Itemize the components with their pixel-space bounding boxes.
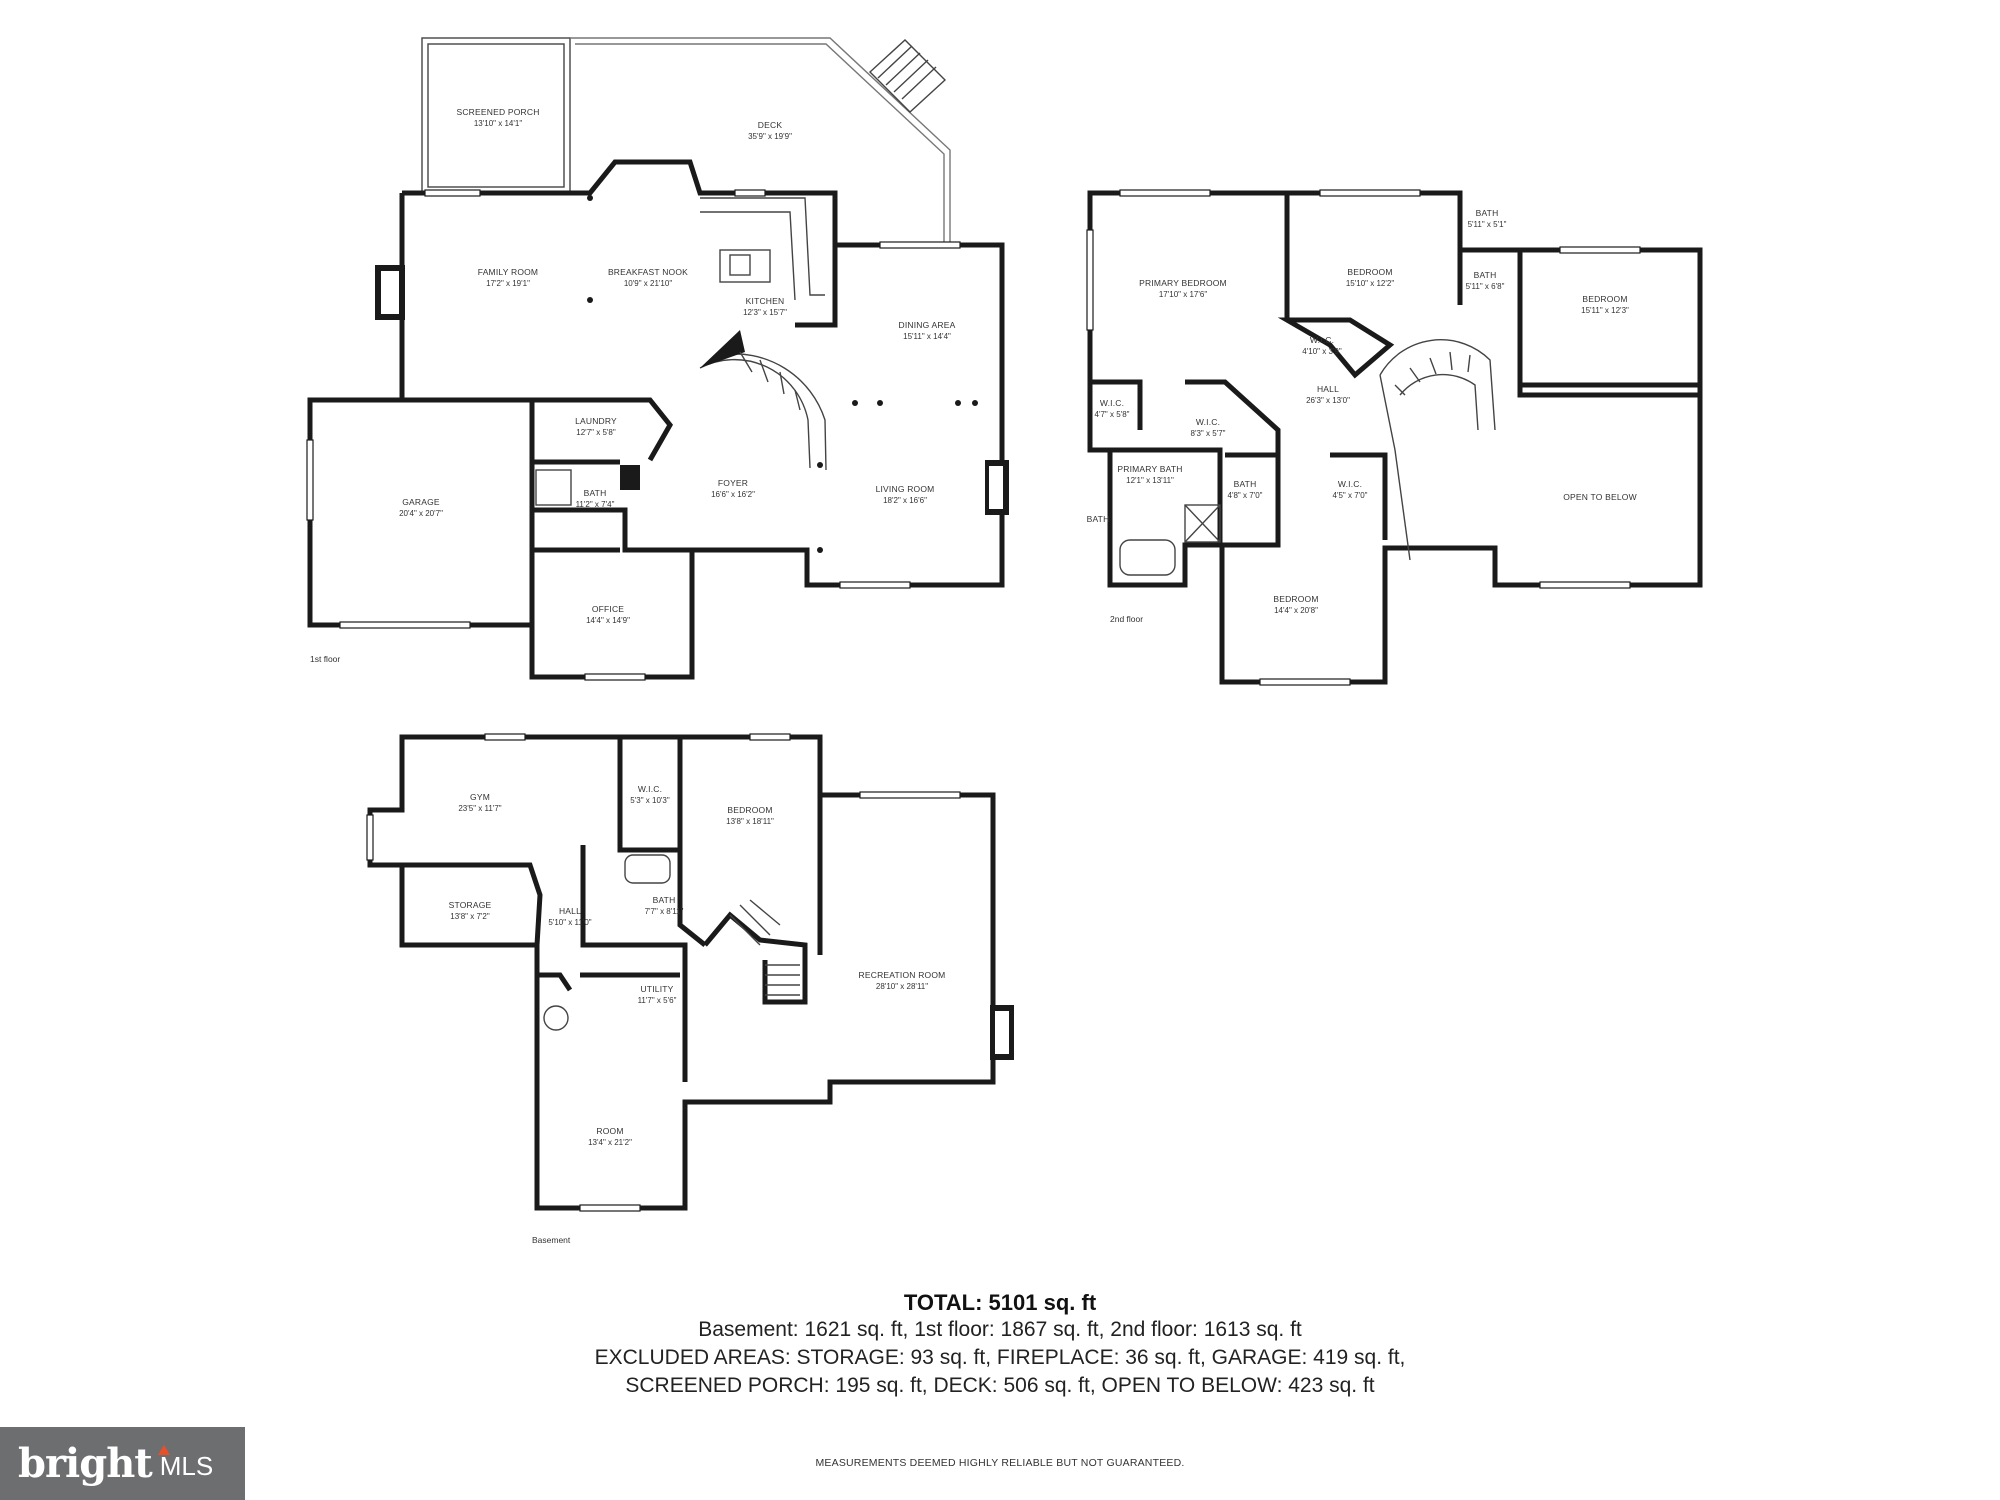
room-dim: 14'4" x 20'8"	[1274, 606, 1318, 615]
floor-areas: Basement: 1621 sq. ft, 1st floor: 1867 s…	[698, 1318, 1302, 1341]
room-name: UTILITY	[640, 984, 673, 994]
measurement-disclaimer: MEASUREMENTS DEEMED HIGHLY RELIABLE BUT …	[815, 1457, 1185, 1469]
room-dim: 11'2" x 7'4"	[576, 500, 615, 509]
room-name: BEDROOM	[727, 805, 772, 815]
room-name: OPEN TO BELOW	[1563, 492, 1637, 502]
room-dim: 23'5" x 11'7"	[458, 804, 501, 813]
room-dim: 5'3" x 10'3"	[630, 796, 670, 805]
room-name: DINING AREA	[899, 320, 956, 330]
room-dim: 28'10" x 28'11"	[876, 982, 928, 991]
second-floor-stairs	[1379, 339, 1496, 561]
room-dim: 14'4" x 14'9"	[586, 616, 630, 625]
room-dim: 18'2" x 16'6"	[883, 496, 927, 505]
floor-label: Basement	[532, 1235, 571, 1245]
room-dim: 13'4" x 21'2"	[588, 1138, 632, 1147]
second-floor-labels: PRIMARY BEDROOM 17'10" x 17'6" BEDROOM 1…	[1087, 208, 1637, 624]
room-dim: 13'10" x 14'1"	[474, 119, 522, 128]
room-name: LAUNDRY	[575, 416, 617, 426]
room-dim: 13'8" x 18'11"	[726, 817, 774, 826]
room-name: GYM	[470, 792, 490, 802]
room-name: BATH	[584, 488, 607, 498]
room-name: W.I.C.	[638, 784, 662, 794]
first-floor-stairs	[699, 330, 827, 471]
first-floor-labels: SCREENED PORCH 13'10" x 14'1" DECK 35'9"…	[310, 107, 956, 664]
room-dim: 35'9" x 19'9"	[748, 132, 792, 141]
room-name: HALL	[559, 906, 581, 916]
basement-plan	[366, 733, 1014, 1212]
room-name: PRIMARY BEDROOM	[1139, 278, 1227, 288]
basement-labels: GYM 23'5" x 11'7" W.I.C. 5'3" x 10'3" BE…	[449, 784, 946, 1245]
room-dim: 12'7" x 5'8"	[576, 428, 616, 437]
room-dim: 4'8" x 7'0"	[1228, 491, 1263, 500]
room-dim: 17'10" x 17'6"	[1159, 290, 1207, 299]
room-name: FOYER	[718, 478, 748, 488]
room-name: BEDROOM	[1582, 294, 1627, 304]
room-dim: 7'7" x 8'11"	[645, 907, 684, 916]
room-name: DECK	[758, 120, 783, 130]
room-name: BATH	[1474, 270, 1497, 280]
brand-suffix: MLS	[159, 1451, 214, 1481]
room-name: W.I.C.	[1338, 479, 1362, 489]
room-name: BATH	[1476, 208, 1499, 218]
basement-stairs	[729, 899, 800, 996]
excluded-areas-continued: SCREENED PORCH: 195 sq. ft, DECK: 506 sq…	[625, 1374, 1375, 1397]
room-dim: 17'2" x 19'1"	[486, 279, 530, 288]
room-dim: 5'11" x 6'8"	[1466, 282, 1505, 291]
room-name: HALL	[1317, 384, 1339, 394]
room-dim: 5'10" x 11'0"	[548, 918, 591, 927]
brand-accent-icon	[158, 1445, 170, 1455]
room-dim: 10'9" x 21'10"	[624, 279, 672, 288]
room-dim: 15'11" x 14'4"	[903, 332, 951, 341]
room-name: STORAGE	[449, 900, 492, 910]
room-name: PRIMARY BATH	[1117, 464, 1182, 474]
room-name: OFFICE	[592, 604, 624, 614]
room-name: GARAGE	[402, 497, 440, 507]
room-name: KITCHEN	[746, 296, 785, 306]
room-dim: 4'10" x 3'9"	[1302, 347, 1342, 356]
room-name: BEDROOM	[1273, 594, 1318, 604]
room-dim: 26'3" x 13'0"	[1306, 396, 1350, 405]
bright-mls-logo: bright MLS	[0, 1427, 245, 1500]
floor-label: 1st floor	[310, 654, 340, 664]
room-dim: 8'3" x 5'7"	[1191, 429, 1226, 438]
room-dim: 5'11" x 5'1"	[1468, 220, 1507, 229]
room-dim: 12'1" x 13'11"	[1126, 476, 1174, 485]
deck-stairs	[868, 39, 947, 113]
room-name: FAMILY ROOM	[478, 267, 538, 277]
room-name: BEDROOM	[1347, 267, 1392, 277]
floor-label: 2nd floor	[1110, 614, 1143, 624]
room-name: BREAKFAST NOOK	[608, 267, 688, 277]
room-name: LIVING ROOM	[876, 484, 935, 494]
room-dim: 4'5" x 7'0"	[1333, 491, 1368, 500]
second-floor-plan	[1086, 189, 1703, 686]
room-dim: 15'11" x 12'3"	[1581, 306, 1629, 315]
room-dim: 4'7" x 5'8"	[1095, 410, 1130, 419]
room-name: BATH	[653, 895, 676, 905]
room-dim: 11'7" x 5'6"	[638, 996, 677, 1005]
room-name: BATH	[1234, 479, 1257, 489]
first-floor-plan	[306, 37, 1009, 681]
room-name: SCREENED PORCH	[456, 107, 539, 117]
room-dim: 15'10" x 12'2"	[1346, 279, 1394, 288]
excluded-areas: EXCLUDED AREAS: STORAGE: 93 sq. ft, FIRE…	[594, 1346, 1406, 1369]
room-dim: 13'8" x 7'2"	[450, 912, 490, 921]
room-name: ROOM	[596, 1126, 623, 1136]
room-name: RECREATION ROOM	[859, 970, 946, 980]
room-name: W.I.C.	[1310, 335, 1334, 345]
room-name: W.I.C.	[1100, 398, 1124, 408]
room-name: W.I.C.	[1196, 417, 1220, 427]
room-name: BATH	[1087, 514, 1110, 524]
brand-name: bright	[18, 1440, 153, 1487]
room-dim: 16'6" x 16'2"	[711, 490, 755, 499]
total-area: TOTAL: 5101 sq. ft	[903, 1290, 1097, 1315]
room-dim: 12'3" x 15'7"	[743, 308, 787, 317]
room-dim: 20'4" x 20'7"	[399, 509, 443, 518]
